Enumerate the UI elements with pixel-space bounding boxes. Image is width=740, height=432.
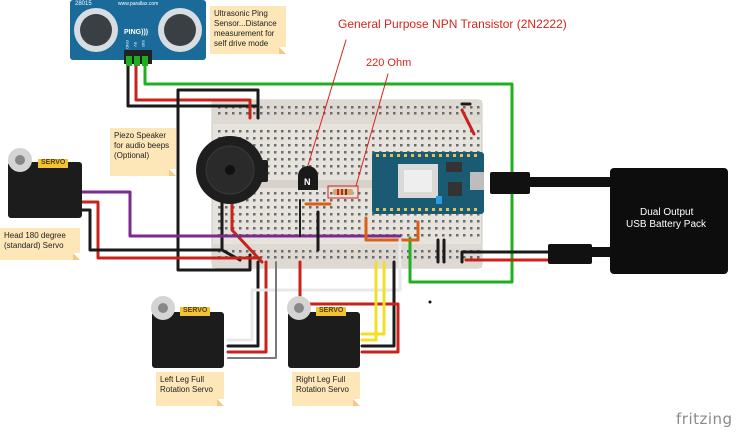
sensor-gnd-wire xyxy=(126,60,260,120)
resistor-220-ohm xyxy=(327,185,359,199)
ping-sensor-note: Ultrasonic Ping Sensor...Distance measur… xyxy=(210,6,286,54)
npn-transistor xyxy=(298,166,318,190)
head-servo-note: Head 180 degree (standard) Servo xyxy=(0,228,80,260)
fritzing-watermark: fritzing xyxy=(676,410,733,428)
right-leg-black-wire xyxy=(360,260,396,348)
right-leg-servo xyxy=(287,296,360,368)
photon-board xyxy=(372,152,484,214)
battery-line-1: Dual Output xyxy=(640,207,694,218)
battery-line-2: USB Battery Pack xyxy=(626,219,707,230)
sensor-5v-wire xyxy=(134,60,252,120)
head-servo-red-wire xyxy=(80,200,262,260)
right-servo-badge: SERVO xyxy=(319,307,344,314)
left-leg-white-wire xyxy=(226,238,402,342)
speaker-loop-wire xyxy=(176,88,252,272)
sensor-brand: PING))) xyxy=(124,29,149,36)
transistor-pointer xyxy=(305,39,347,173)
right-leg-yellow-wire xyxy=(360,260,378,342)
sensor-pin-gnd: GND xyxy=(125,40,130,49)
ultrasonic-ping-sensor xyxy=(70,0,206,66)
right-leg-red-wire xyxy=(298,260,400,354)
resistor-pointer xyxy=(355,73,389,187)
transistor-label: General Purpose NPN Transistor (2N2222) xyxy=(338,17,567,31)
transistor-mark: N xyxy=(304,177,311,187)
head-servo-purple-wire xyxy=(80,190,402,238)
left-servo-badge: SERVO xyxy=(183,307,208,314)
head-servo-black-wire xyxy=(80,208,222,252)
right-leg-note: Right Leg Full Rotation Servo xyxy=(292,372,360,406)
sensor-model: 28015 xyxy=(75,1,92,7)
left-leg-note: Left Leg Full Rotation Servo xyxy=(156,372,224,406)
resistor-label: 220 Ohm xyxy=(366,57,412,69)
left-leg-servo xyxy=(151,296,224,368)
sensor-site: www.parallax.com xyxy=(118,1,159,7)
sensor-pin-sig: SIG xyxy=(141,40,146,47)
piezo-speaker xyxy=(196,136,268,204)
breadboard xyxy=(211,99,483,269)
head-servo xyxy=(8,148,82,218)
sensor-pin-5v: 5V xyxy=(133,42,138,47)
usb-battery-pack xyxy=(490,168,728,274)
wires xyxy=(80,39,617,359)
left-leg-red-wire xyxy=(226,260,268,354)
battery-black-wire xyxy=(460,250,550,264)
photon-orange-wire xyxy=(364,216,420,242)
piezo-note: Piezo Speaker for audio beeps (Optional) xyxy=(110,128,176,176)
head-servo-badge: SERVO xyxy=(41,159,66,166)
